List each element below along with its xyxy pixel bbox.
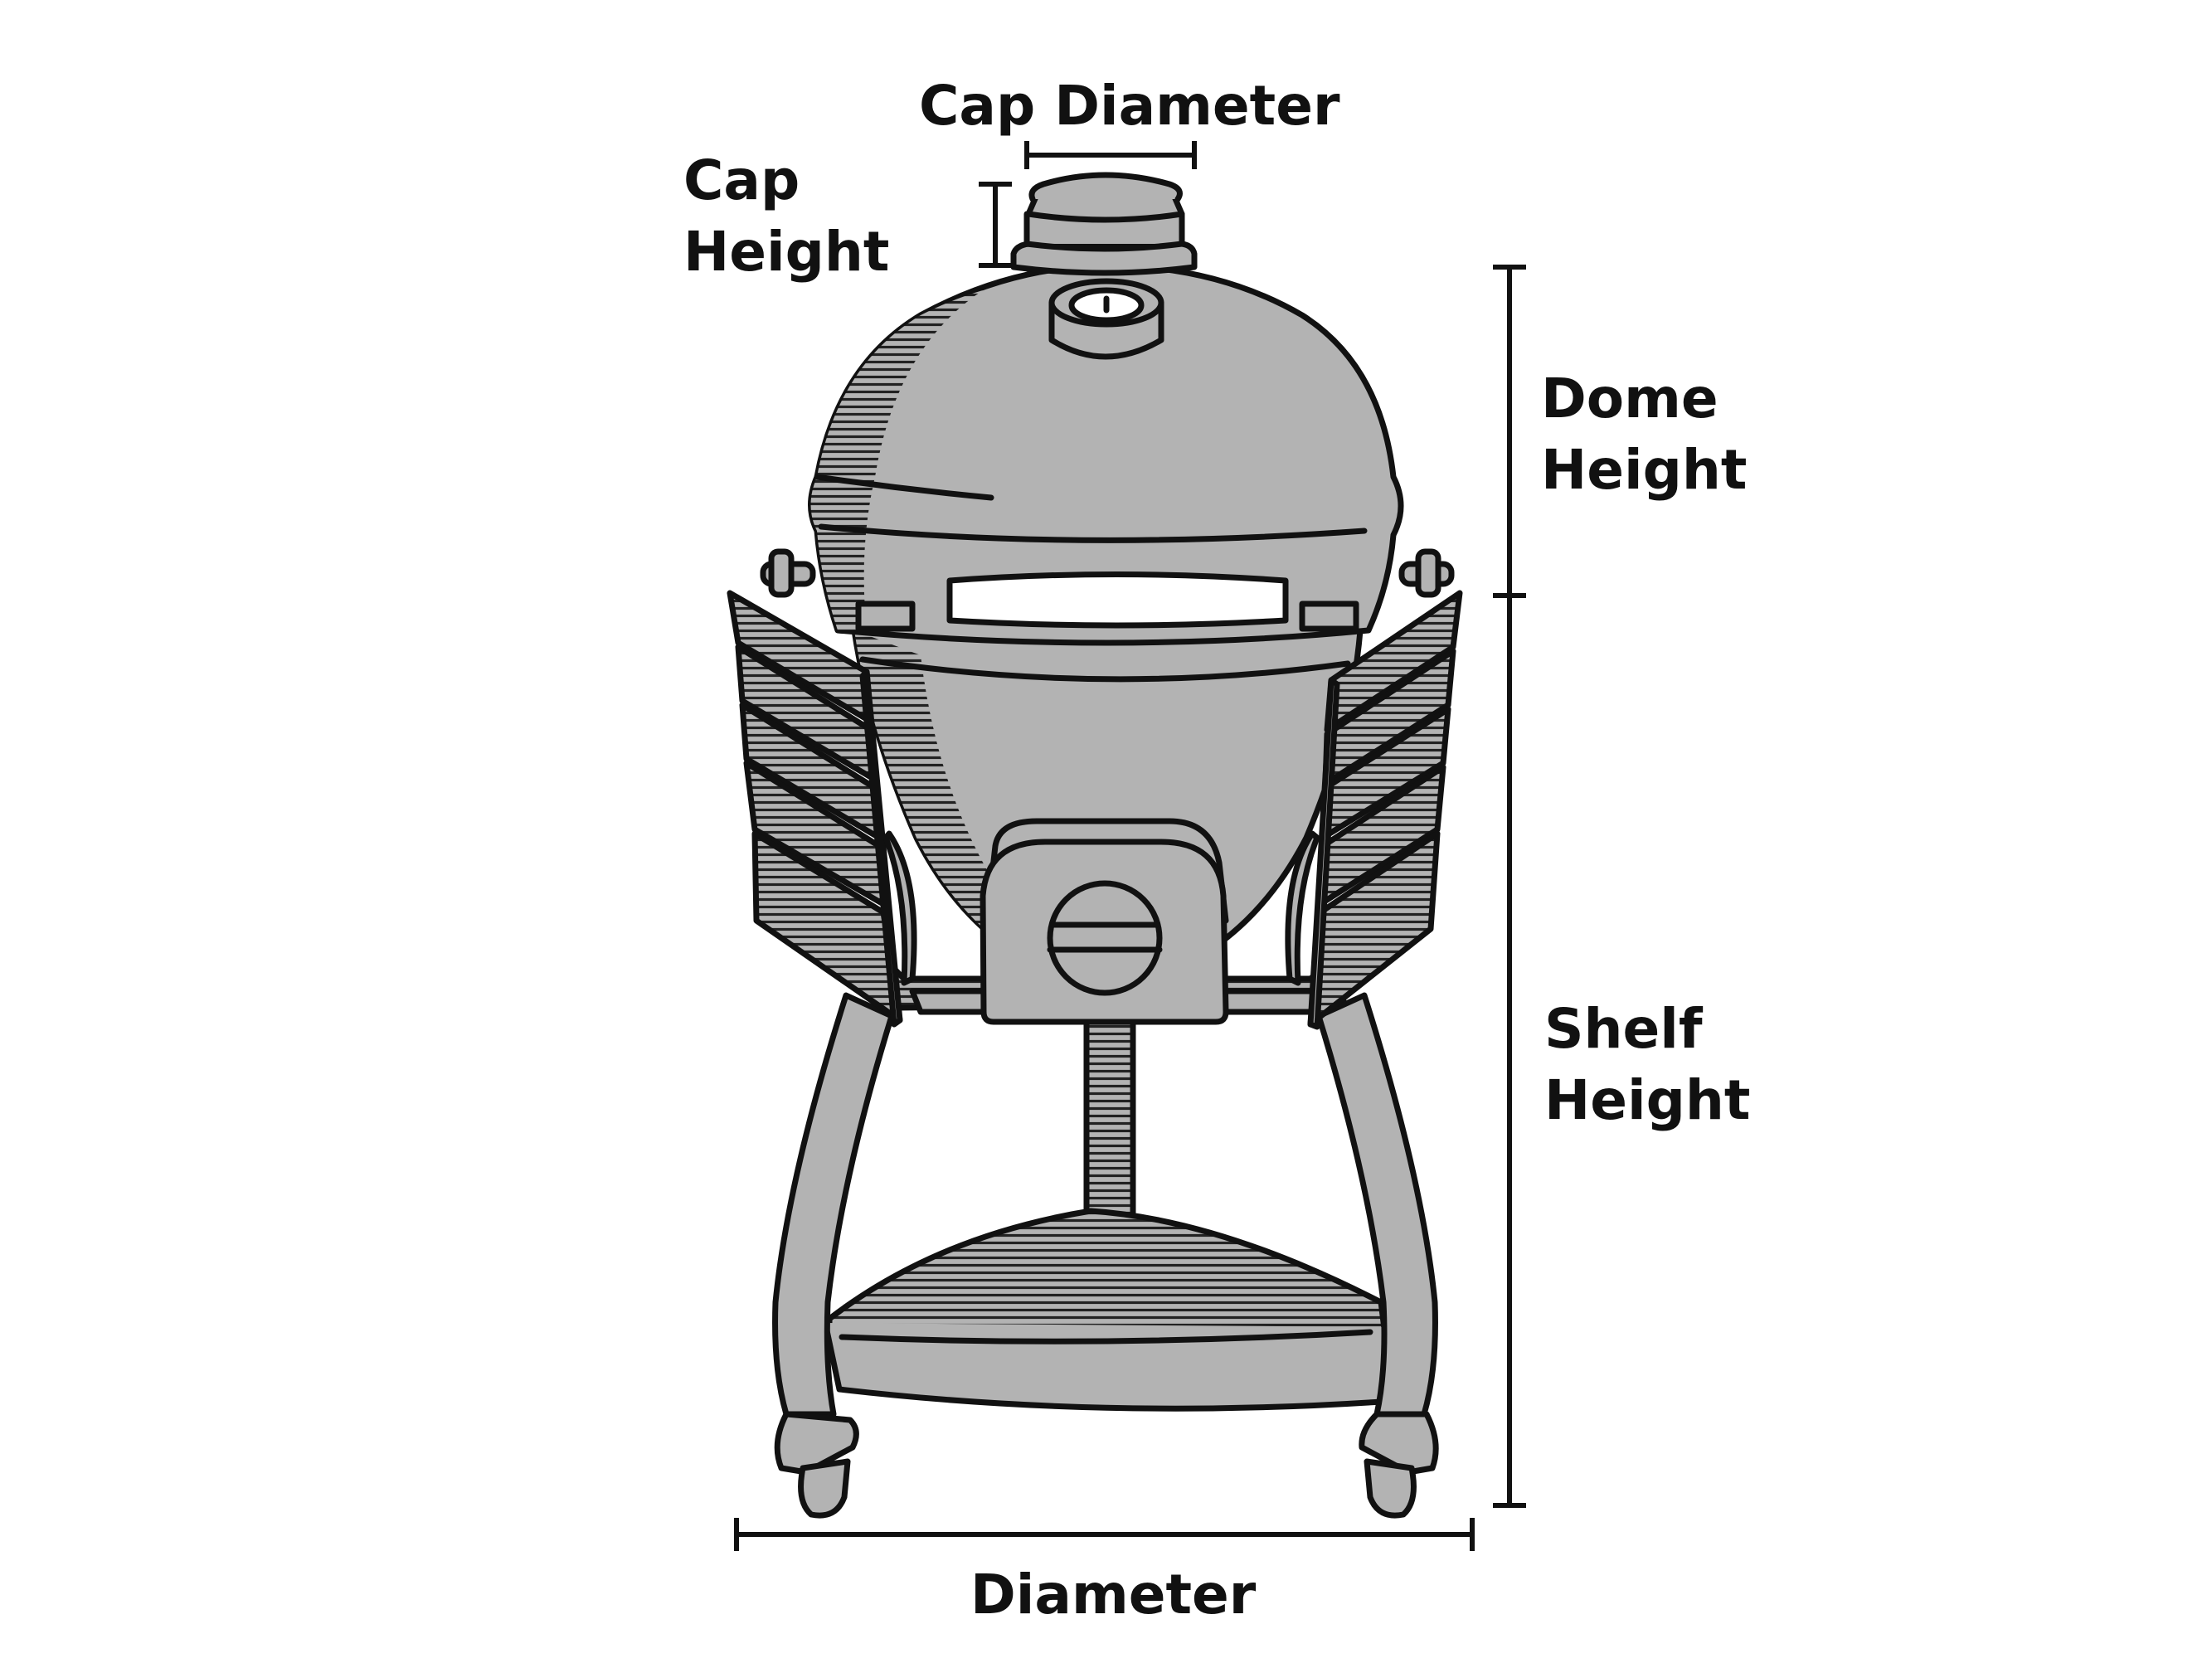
cap-height-line-1: Cap — [683, 148, 800, 212]
hinge-rods — [760, 548, 1455, 598]
dome-height-label: Dome Height — [1541, 363, 1747, 506]
left-side-shelf — [727, 590, 917, 1028]
top-cap — [1010, 172, 1198, 276]
dimension-lines — [734, 141, 1526, 1551]
shelf-height-line-2: Height — [1544, 1068, 1751, 1132]
diameter-label: Diameter — [970, 1563, 1257, 1627]
dome-height-line-2: Height — [1541, 438, 1748, 502]
right-side-shelf — [1285, 590, 1463, 1030]
bottom-vent — [980, 818, 1229, 1025]
dome — [808, 262, 1404, 683]
dome-height-line-1: Dome — [1541, 367, 1719, 430]
cap-diameter-label: Cap Diameter — [919, 74, 1340, 138]
back-leg — [1083, 1013, 1136, 1227]
left-leg — [772, 992, 895, 1519]
shelf-height-line-1: Shelf — [1544, 997, 1703, 1061]
dome-handle — [855, 571, 1359, 632]
shelf-height-label: Shelf Height — [1544, 994, 1750, 1136]
cap-height-label: Cap Height — [683, 145, 889, 288]
lower-shelf — [822, 1208, 1390, 1412]
right-leg — [1315, 992, 1439, 1519]
cap-height-line-2: Height — [683, 220, 890, 284]
thermometer — [1048, 278, 1164, 360]
